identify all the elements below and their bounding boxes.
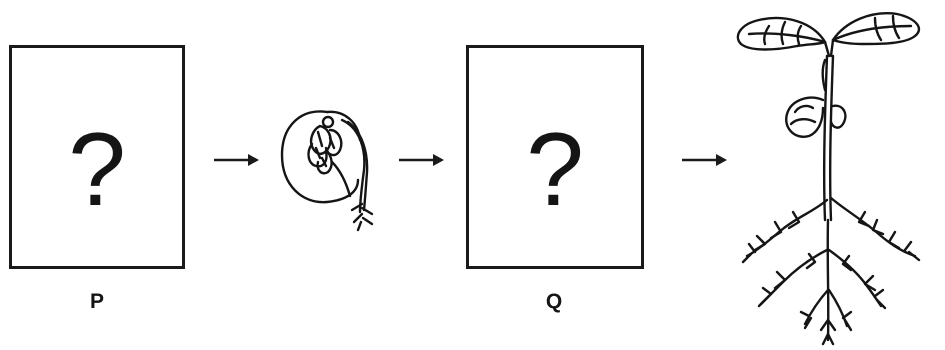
germinating-seed-illustration (272, 100, 392, 232)
stage-q-box: ? (466, 45, 644, 269)
arrow-right-icon (680, 150, 730, 170)
arrow-right-icon (397, 150, 447, 170)
stage-q-label: Q (524, 290, 584, 314)
stage-p-box: ? (9, 45, 185, 269)
bean-seedling-illustration (725, 0, 940, 350)
stage-p-label: P (67, 290, 127, 314)
arrow-right-icon (212, 150, 262, 170)
stage-p-question-mark: ? (12, 118, 182, 222)
stage-q-question-mark: ? (469, 118, 641, 222)
